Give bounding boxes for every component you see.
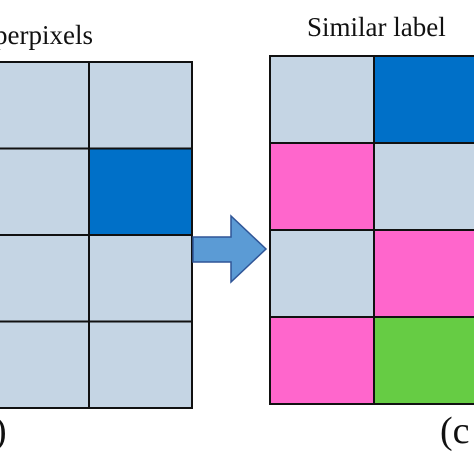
right-grid	[269, 55, 474, 405]
right-arrow-icon	[192, 214, 268, 284]
left-panel-caption: perpixels	[0, 20, 93, 50]
left-cell-r1c2	[88, 61, 193, 150]
left-cell-r2c2	[88, 147, 193, 236]
right-cell-r3c2	[373, 229, 474, 318]
left-cell-r3c1	[0, 234, 90, 323]
right-cell-r4c2	[373, 316, 474, 405]
left-cell-r3c2	[88, 234, 193, 323]
left-cell-r4c1	[0, 320, 90, 409]
right-cell-r3c1	[269, 229, 375, 318]
left-grid	[0, 61, 193, 409]
right-cell-r1c2	[373, 55, 474, 144]
left-panel-label: )	[0, 412, 7, 450]
right-panel-caption: Similar label	[307, 12, 446, 42]
right-panel-label: (c	[440, 410, 470, 452]
left-cell-r2c1	[0, 147, 90, 236]
right-cell-r1c1	[269, 55, 375, 144]
right-cell-r4c1	[269, 316, 375, 405]
right-cell-r2c2	[373, 142, 474, 231]
left-cell-r1c1	[0, 61, 90, 150]
left-cell-r4c2	[88, 320, 193, 409]
right-cell-r2c1	[269, 142, 375, 231]
